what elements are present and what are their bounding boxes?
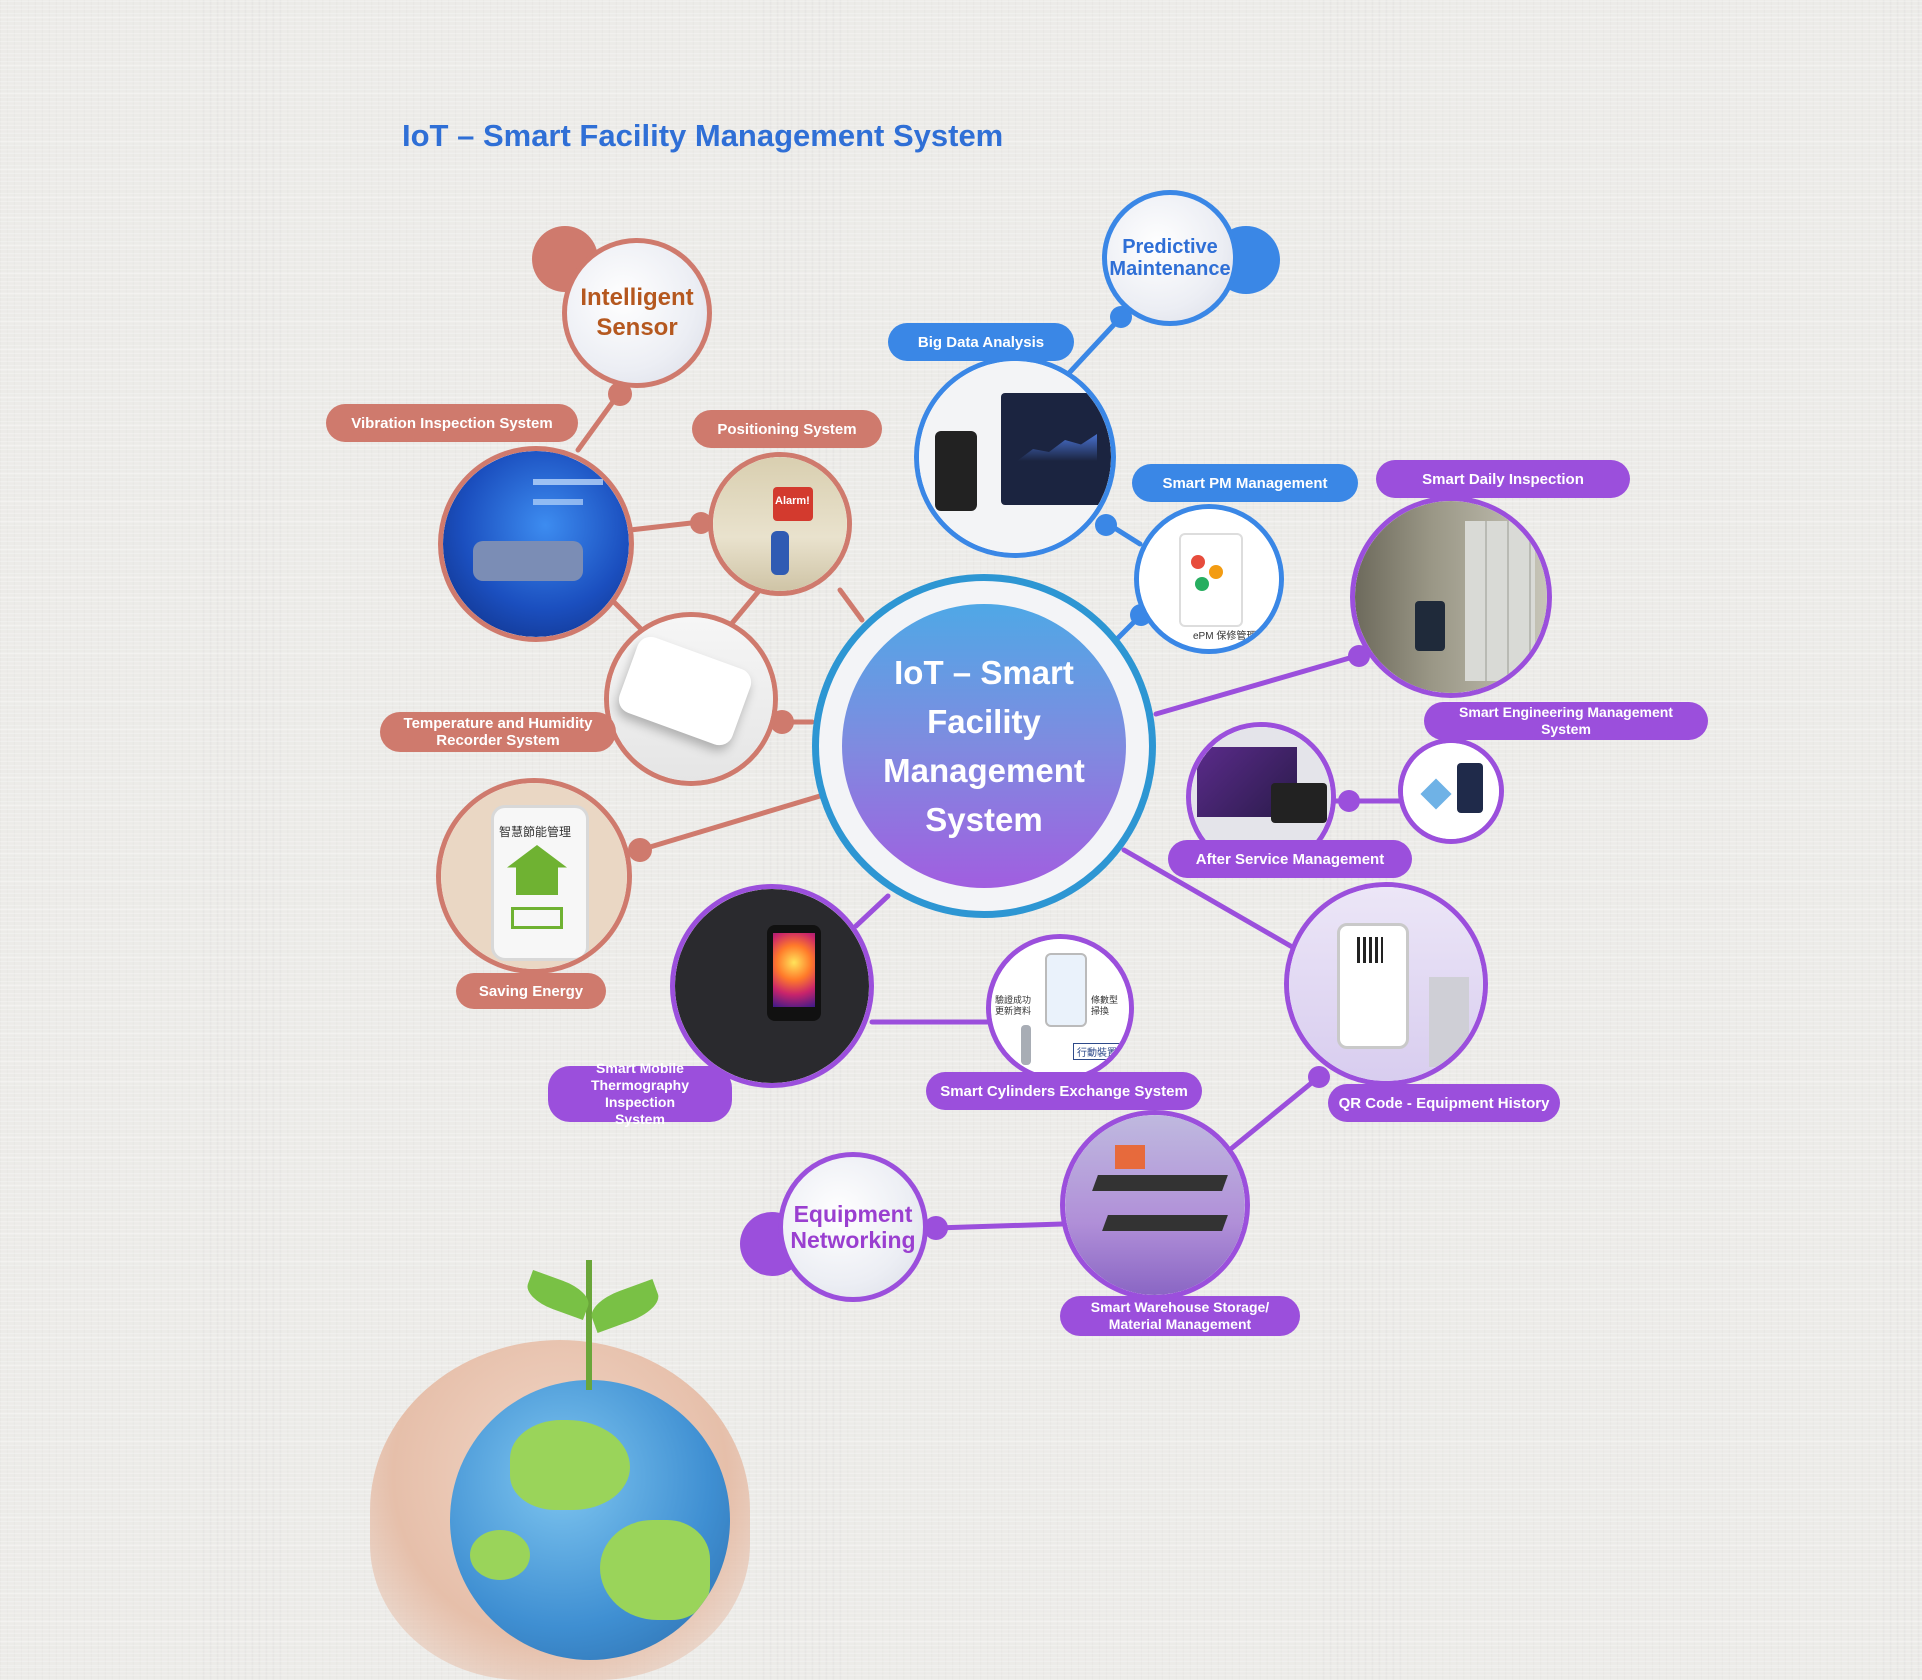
big-data-image <box>914 356 1116 558</box>
link-qr-warehouse <box>1229 1073 1323 1151</box>
connector-dot <box>1308 1066 1330 1088</box>
globe-illustration <box>340 1230 820 1680</box>
temp-humidity-image <box>604 612 778 786</box>
warehouse-label[interactable]: Smart Warehouse Storage/ Material Manage… <box>1060 1296 1300 1336</box>
thermography-image <box>670 884 874 1088</box>
category-predictive-maintenance: Predictive Maintenance <box>1102 190 1238 326</box>
center-label: IoT – Smart Facility Management System <box>883 654 1085 838</box>
link-center-daily <box>1153 652 1363 717</box>
qr-code-label[interactable]: QR Code - Equipment History <box>1328 1084 1560 1122</box>
qr-code-image <box>1284 882 1488 1086</box>
thermography-label[interactable]: Smart Mobile Thermography Inspection Sys… <box>548 1060 732 1127</box>
link-center-thermo <box>853 893 891 929</box>
category-equipment-networking: Equipment Networking <box>778 1152 928 1302</box>
positioning-label[interactable]: Positioning System <box>692 410 882 448</box>
category-intelligent-sensor: Intelligent Sensor <box>562 238 712 388</box>
temp-humidity-label[interactable]: Temperature and Humidity Recorder System <box>380 712 616 752</box>
connector-dot <box>628 838 652 862</box>
after-service-label[interactable]: After Service Management <box>1168 840 1412 878</box>
cylinders-label[interactable]: Smart Cylinders Exchange System <box>926 1072 1202 1110</box>
daily-inspection-label[interactable]: Smart Daily Inspection <box>1376 460 1630 498</box>
link-vibration-temp <box>609 597 643 631</box>
connector-dot <box>1095 514 1117 536</box>
cylinders-right-text: 條數型 掃換 <box>1091 995 1119 1016</box>
smart-pm-label[interactable]: Smart PM Management <box>1132 464 1358 502</box>
category-label: Predictive Maintenance <box>1109 236 1231 280</box>
engineering-image <box>1398 738 1504 844</box>
category-label: Equipment Networking <box>790 1201 916 1253</box>
connector-dot <box>924 1216 948 1240</box>
energy-screen-text: 智慧節能管理 <box>499 825 572 839</box>
link-energy-center <box>637 793 823 853</box>
positioning-image: Alarm! <box>708 452 852 596</box>
cylinders-left-text: 驗證成功 更新資料 <box>995 995 1032 1016</box>
connector-dot <box>690 512 712 534</box>
link-networking-warehouse <box>933 1221 1065 1231</box>
engineering-label[interactable]: Smart Engineering Management System <box>1424 702 1708 740</box>
link-center-qr <box>1121 847 1297 951</box>
daily-inspection-image <box>1350 496 1552 698</box>
link-positioning-center <box>837 587 865 623</box>
connector-dot <box>1110 306 1132 328</box>
sprout-leaf <box>522 1269 594 1321</box>
sprout-leaf <box>586 1278 664 1334</box>
vibration-label[interactable]: Vibration Inspection System <box>326 404 578 442</box>
center-node: IoT – Smart Facility Management System <box>842 604 1126 888</box>
big-data-label[interactable]: Big Data Analysis <box>888 323 1074 361</box>
sprout-stem <box>586 1260 592 1390</box>
page-title: IoT – Smart Facility Management System <box>402 118 1004 153</box>
pm-caption: ePM 保修管理 <box>1193 631 1257 642</box>
connector-dot <box>1338 790 1360 812</box>
saving-energy-image: 智慧節能管理 <box>436 778 632 974</box>
warehouse-image <box>1060 1110 1250 1300</box>
saving-energy-label[interactable]: Saving Energy <box>456 973 606 1009</box>
link-vibration-positioning <box>627 519 703 533</box>
category-label: Intelligent Sensor <box>580 284 694 341</box>
alarm-text: Alarm! <box>775 495 810 507</box>
cylinders-screen-text: 行動裝置 <box>1073 1043 1121 1060</box>
smart-pm-image: ePM 保修管理 <box>1134 504 1284 654</box>
globe-shape <box>450 1380 730 1660</box>
vibration-image <box>438 446 634 642</box>
cylinders-image: 驗證成功 更新資料 條數型 掃換 行動裝置 <box>986 934 1134 1082</box>
